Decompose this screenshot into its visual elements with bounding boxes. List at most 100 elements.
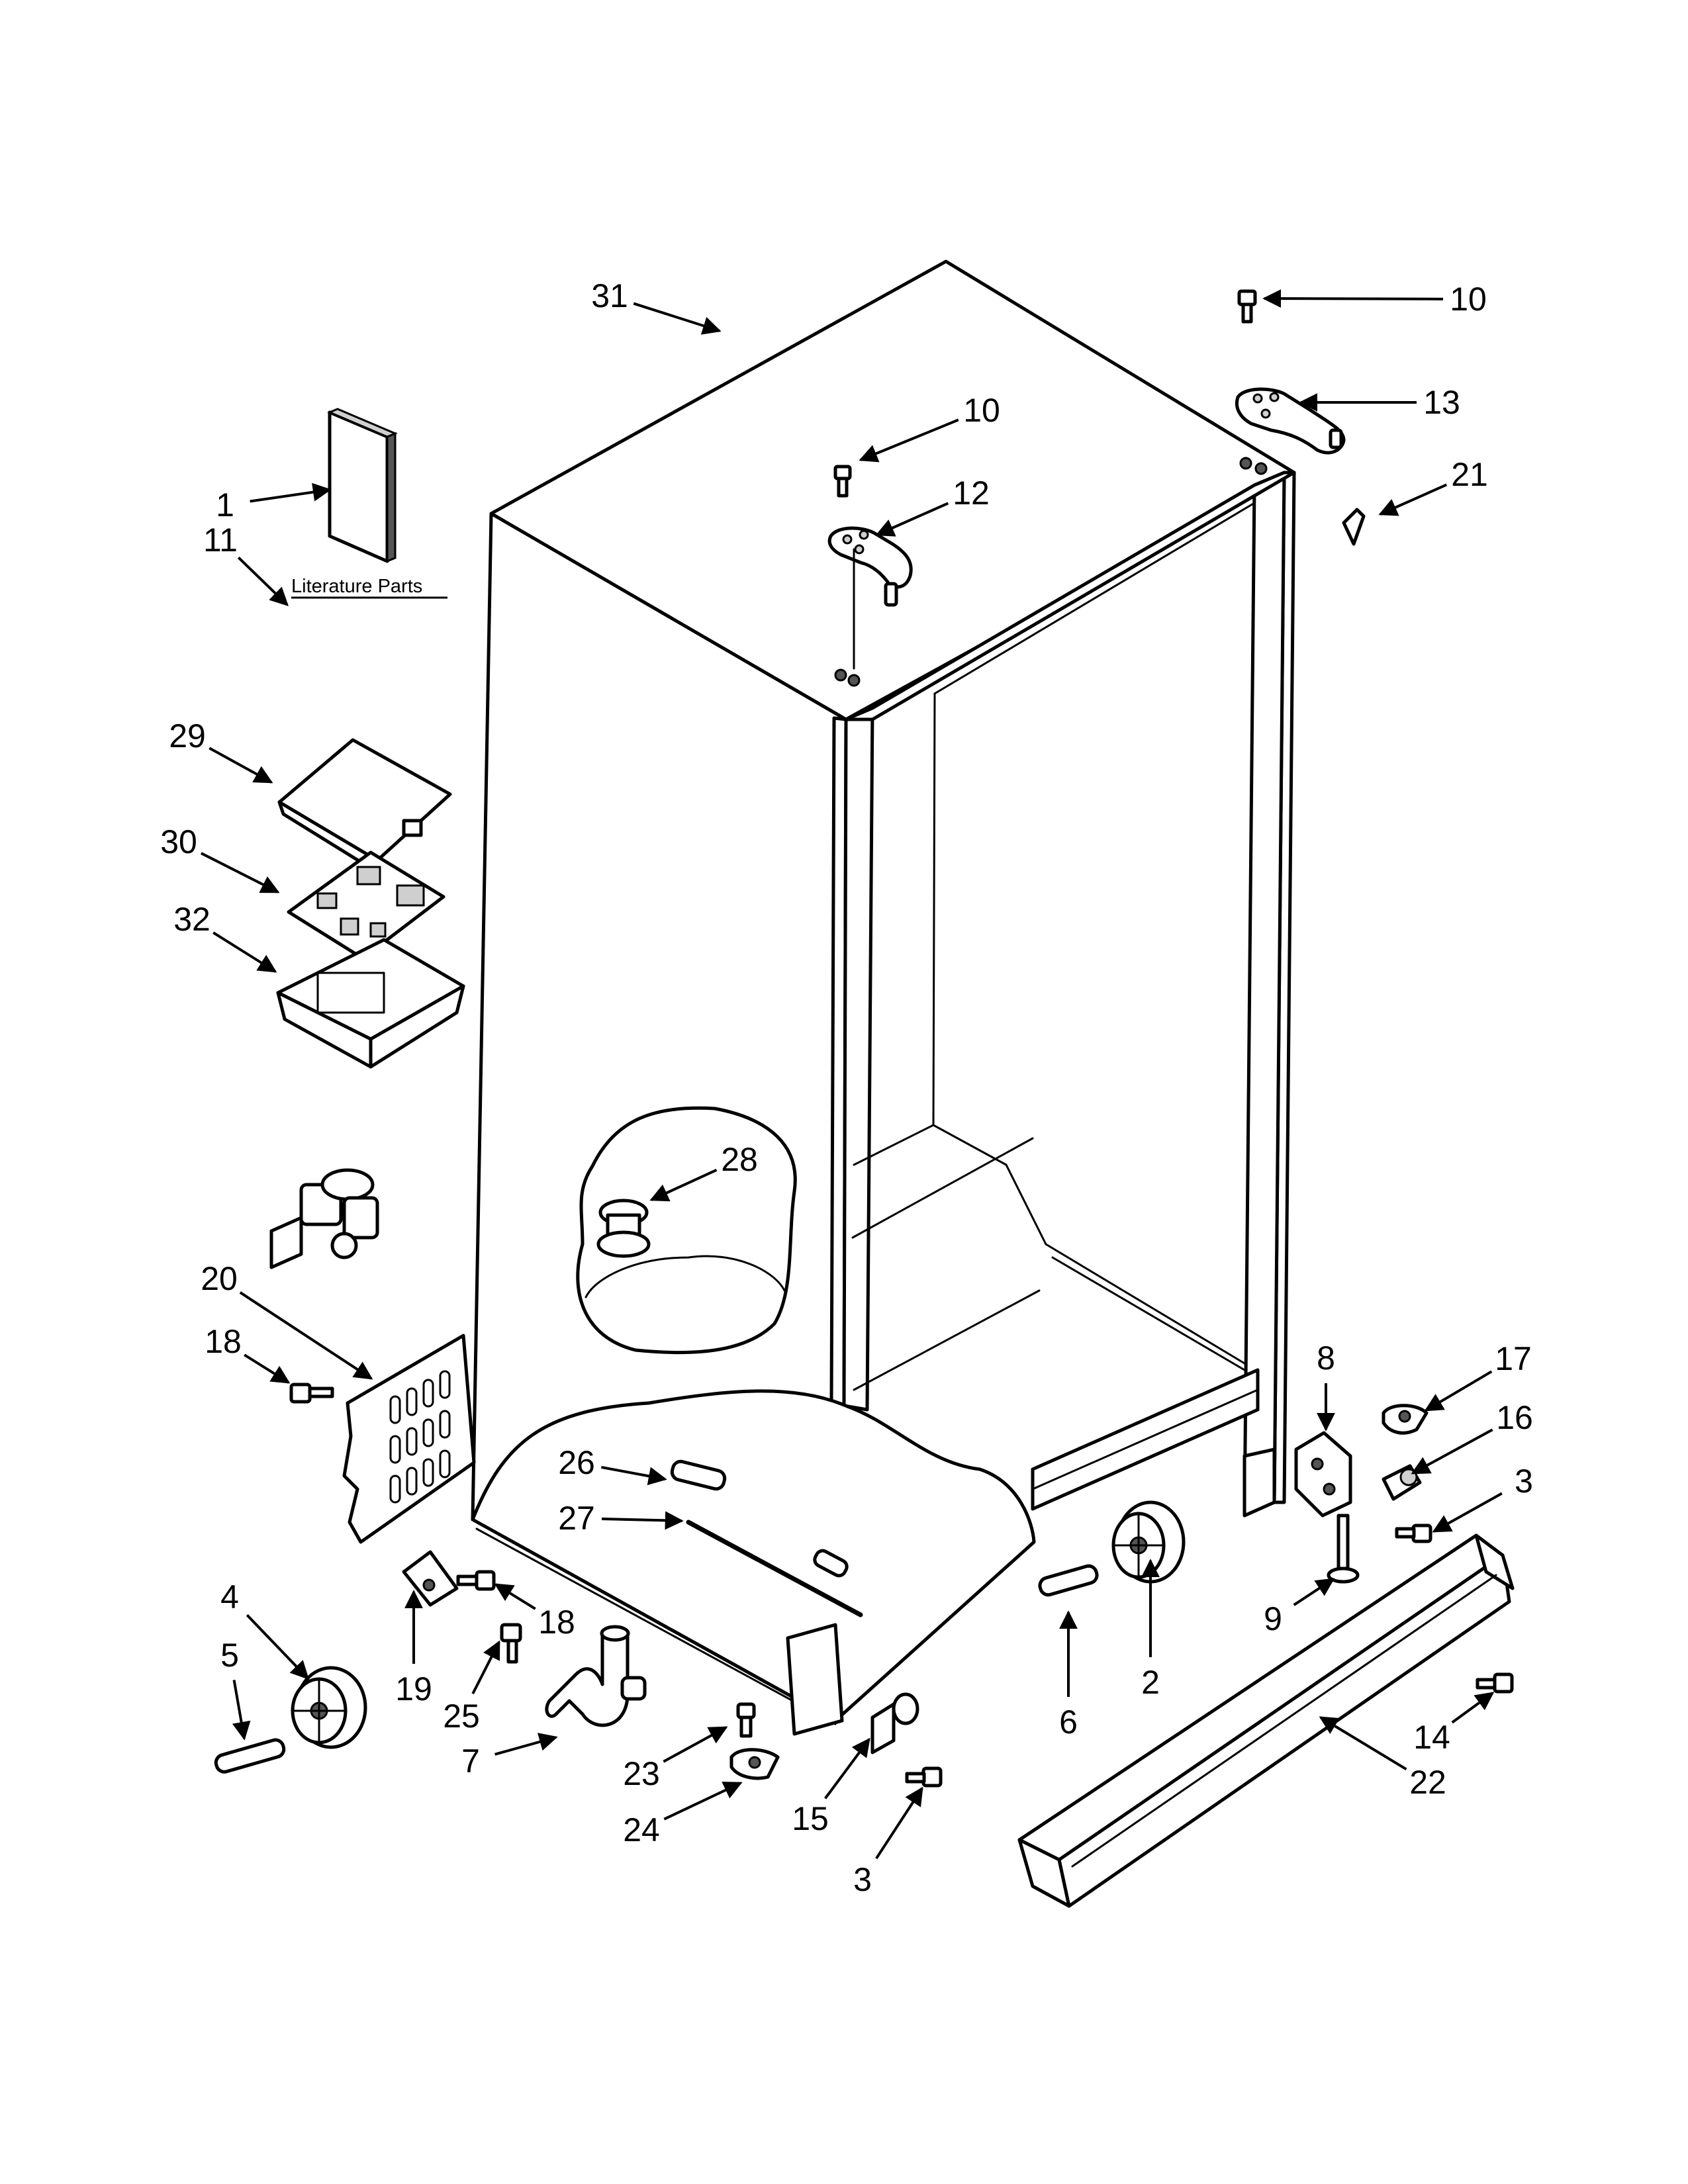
rear-roller-4	[291, 1666, 367, 1749]
hinge-screw-10b	[1237, 289, 1257, 324]
callout-label-c17: 17	[1495, 1340, 1532, 1377]
top-hinge-left-12	[827, 526, 913, 687]
callout-leader-c5	[232, 1680, 251, 1741]
screw-18a	[289, 1383, 334, 1404]
callout-label-c8: 8	[1317, 1340, 1335, 1377]
callout-label-c4: 4	[220, 1578, 239, 1615]
control-board-30	[287, 850, 445, 960]
callout-leaders	[200, 289, 1503, 1860]
callout-label-c2: 2	[1141, 1664, 1160, 1701]
hinge-screw-10a	[833, 465, 852, 498]
callout-label-c16: 16	[1496, 1399, 1533, 1436]
callout-label-c30: 30	[160, 823, 197, 860]
callout-leader-c30	[200, 852, 280, 893]
callout-label-c31: 31	[591, 277, 628, 314]
callout-label-c18b: 18	[538, 1604, 575, 1641]
cabinet-31	[471, 259, 1296, 1736]
front-roller-2	[1111, 1500, 1186, 1584]
drain-tube-7	[545, 1625, 647, 1727]
callout-label-c12: 12	[953, 475, 990, 512]
callout-label-c28: 28	[721, 1141, 758, 1178]
callout-leader-c3a	[1432, 1492, 1503, 1533]
screw-14	[1476, 1672, 1514, 1694]
callout-leader-c3b	[875, 1786, 923, 1860]
callout-label-c6: 6	[1059, 1704, 1078, 1741]
callout-leader-c14	[1451, 1692, 1495, 1724]
callout-label-c3a: 3	[1515, 1463, 1533, 1500]
callout-label-c25: 25	[443, 1698, 480, 1735]
water-valve-11	[269, 1168, 379, 1269]
callout-label-c32: 32	[173, 901, 211, 938]
callout-label-c27: 27	[558, 1500, 595, 1537]
callout-leader-c29	[209, 747, 273, 784]
callout-leader-c21	[1378, 483, 1448, 516]
leveling-leg-9	[1327, 1514, 1360, 1584]
callout-label-c29: 29	[169, 717, 206, 754]
hinge-15	[870, 1692, 919, 1754]
water-inlet-28	[596, 1199, 651, 1258]
callout-leader-c12	[875, 502, 949, 537]
hinge-bushing-17	[1382, 1404, 1429, 1435]
callout-leader-c26	[600, 1466, 667, 1486]
callout-label-c20: 20	[201, 1260, 238, 1297]
callout-label-c19: 19	[395, 1670, 432, 1707]
callout-leader-c24	[663, 1782, 743, 1821]
callout-label-c5: 5	[220, 1637, 239, 1674]
callout-leader-c10b	[859, 418, 959, 463]
callout-labels: 1233456789101011121314151617181819202122…	[160, 277, 1533, 1898]
callout-leader-c1	[250, 482, 332, 503]
callout-leader-c15	[824, 1737, 870, 1799]
callout-label-c14: 14	[1413, 1719, 1450, 1756]
bracket-19	[402, 1550, 459, 1607]
screw-23	[736, 1702, 756, 1738]
control-housing-32	[276, 938, 465, 1069]
callout-label-c1: 1	[216, 486, 234, 523]
drain-rod-27	[686, 1520, 863, 1617]
callout-label-c21: 21	[1451, 456, 1488, 493]
callout-label-c7: 7	[461, 1743, 480, 1780]
callout-label-c22: 22	[1409, 1764, 1446, 1801]
callout-leader-c10a	[1262, 289, 1444, 308]
screw-25	[500, 1623, 522, 1664]
callout-leader-c7	[494, 1733, 558, 1756]
callout-label-c10a: 10	[1450, 281, 1487, 318]
callout-leader-c17	[1424, 1370, 1493, 1412]
callout-leader-c9	[1293, 1578, 1335, 1606]
callout-label-c26: 26	[558, 1444, 595, 1481]
back-panel-20	[342, 1334, 476, 1544]
control-cover-29	[277, 738, 452, 874]
callout-leader-c11	[237, 557, 289, 606]
callout-leader-c4	[246, 1614, 309, 1680]
callout-label-c24: 24	[623, 1811, 660, 1848]
callout-label-c9: 9	[1264, 1600, 1282, 1637]
callout-leader-c18b	[494, 1583, 536, 1610]
callout-leader-c23	[663, 1726, 728, 1763]
callout-leader-c25	[471, 1640, 500, 1695]
screw-3b	[905, 1766, 943, 1788]
callout-leader-c27	[601, 1511, 684, 1530]
callout-label-c15: 15	[792, 1800, 829, 1837]
screw-3a	[1395, 1524, 1432, 1543]
axle-5	[214, 1738, 286, 1774]
callout-leader-c18a	[244, 1353, 291, 1384]
callout-label-c3b: 3	[853, 1861, 872, 1898]
callout-leader-c22	[1319, 1716, 1407, 1771]
axle-6	[1038, 1564, 1099, 1597]
callout-leader-c20	[239, 1291, 373, 1380]
hinge-clip-21	[1342, 508, 1366, 546]
callout-leader-c32	[212, 931, 277, 973]
callout-leader-c16	[1411, 1428, 1493, 1475]
callout-label-c18a: 18	[205, 1323, 242, 1360]
callout-leader-c31	[633, 302, 722, 335]
washer-24	[729, 1748, 780, 1780]
callout-label-c23: 23	[623, 1755, 660, 1792]
drain-plug-26	[670, 1459, 727, 1491]
hinge-bracket-8	[1294, 1431, 1352, 1518]
top-hinge-right-13	[1235, 387, 1346, 475]
base-grille-22	[1017, 1533, 1515, 1908]
callout-leader-c28	[649, 1169, 718, 1202]
screw-18b	[456, 1570, 496, 1591]
literature-parts-1	[327, 408, 398, 563]
callout-label-c13: 13	[1423, 384, 1460, 421]
